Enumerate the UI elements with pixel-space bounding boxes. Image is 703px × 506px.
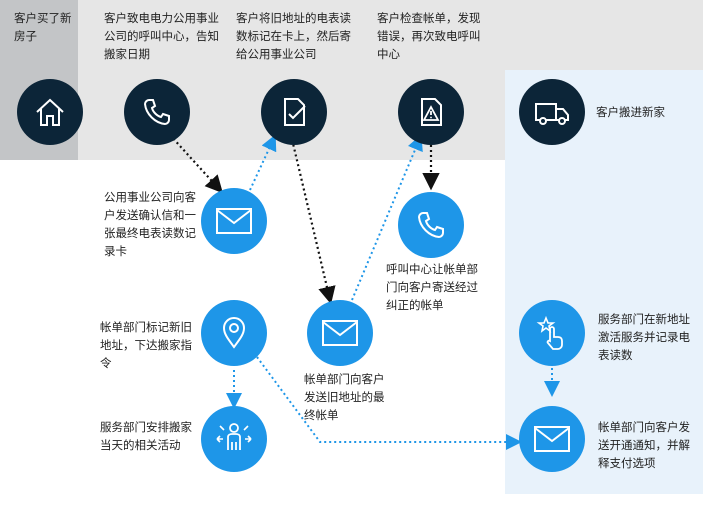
envelope-icon <box>216 208 252 234</box>
step2-label: 客户致电电力公用事业公司的呼叫中心，告知搬家日期 <box>104 11 219 61</box>
connector-confirm-to-card <box>249 134 277 191</box>
envelope-icon <box>322 320 358 346</box>
truck-icon <box>535 103 569 125</box>
phone-icon <box>143 99 170 126</box>
location-pin-icon <box>222 317 246 349</box>
notify-node <box>519 406 585 472</box>
connector-card-to-final-bill <box>289 134 336 305</box>
connector-mark-to-notify <box>256 356 522 450</box>
people-arrows-icon <box>216 423 252 450</box>
billing-mark-label: 帐单部门标记新旧地址，下达搬家指令 <box>100 320 192 370</box>
envelope-icon <box>534 426 570 452</box>
step1-label: 客户买了新房子 <box>14 11 72 43</box>
step3-label: 客户将旧地址的电表读数标记在卡上，然后寄给公用事业公司 <box>236 11 351 61</box>
final-bill-node <box>307 300 373 366</box>
callcenter-label: 呼叫中心让帐单部门向客户寄送经过纠正的帐单 <box>386 262 478 312</box>
home-icon <box>36 98 64 126</box>
schedule-node <box>201 406 267 472</box>
final-bill-label: 帐单部门向客户发送旧地址的最终帐单 <box>304 372 385 422</box>
document-alert-icon <box>421 98 442 126</box>
step5-label: 客户搬进新家 <box>596 105 665 119</box>
document-check-icon <box>284 98 306 126</box>
connector-call-to-confirm <box>169 134 223 194</box>
bill-check-step <box>398 79 464 145</box>
move-in-step <box>519 79 585 145</box>
connector-final-bill-to-check <box>351 134 423 301</box>
activate-label: 服务部门在新地址激活服务并记录电表读数 <box>598 312 690 362</box>
activate-service-node <box>519 300 585 366</box>
phone-icon <box>417 212 444 239</box>
phone-step <box>124 79 190 145</box>
touch-star-icon <box>536 315 563 350</box>
home-step <box>17 79 83 145</box>
notify-label: 帐单部门向客户发送开通通知，并解释支付选项 <box>598 420 690 470</box>
step4-label: 客户检查帐单，发现错误，再次致电呼叫中心 <box>377 11 481 61</box>
billing-mark-node <box>201 300 267 366</box>
card-step <box>261 79 327 145</box>
confirm-label: 公用事业公司向客户发送确认信和一张最终电表读数记录卡 <box>104 190 196 258</box>
callcenter-node <box>398 192 464 258</box>
schedule-label: 服务部门安排搬家当天的相关活动 <box>100 420 192 452</box>
confirm-letter-node <box>201 188 267 254</box>
